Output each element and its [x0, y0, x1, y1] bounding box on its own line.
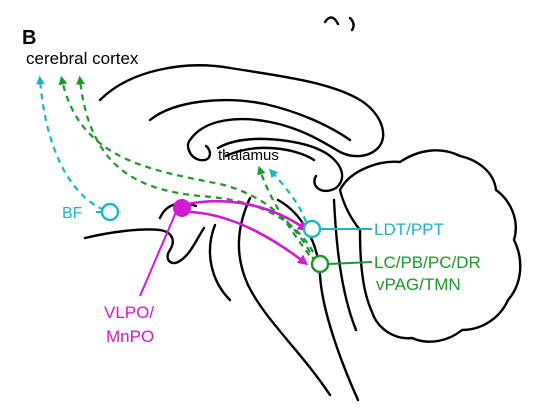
hypothalamus-base	[83, 226, 206, 265]
cortex-label: cerebral cortex	[26, 49, 139, 68]
panel-letter: B	[22, 27, 36, 49]
ldt-to-thalamus	[269, 168, 308, 223]
brainstem-back	[276, 198, 360, 402]
vlpo-to-lc	[189, 210, 309, 266]
callosum-inner	[148, 98, 352, 142]
vlpo-leader	[139, 211, 177, 297]
vlpo-label-line1: VLPO/	[104, 303, 154, 322]
vlpo-to-ldt	[187, 199, 309, 231]
bf-label: BF	[62, 205, 83, 222]
cyan-pathways	[35, 75, 308, 223]
top-fragment-2	[348, 16, 355, 32]
ldt-label: LDT/PPT	[374, 220, 444, 239]
bf-nucleus	[100, 202, 120, 222]
pons-outline	[208, 223, 232, 302]
lc-to-cortex-1	[58, 75, 316, 263]
cerebellum	[338, 149, 522, 343]
vlpo-label-line2: MnPO	[106, 327, 154, 346]
brainstem-front	[237, 196, 332, 397]
ldt-nucleus	[302, 219, 322, 239]
vlpo-nucleus	[173, 199, 191, 217]
fourth-ventricle	[332, 198, 358, 332]
bf-to-cortex	[35, 75, 105, 212]
lc-label-line2: vPAG/TMN	[376, 275, 461, 294]
lc-to-cortex-2	[76, 75, 320, 263]
corpus-callosum	[98, 64, 385, 162]
magenta-pathways	[139, 199, 309, 297]
top-fragment	[323, 16, 340, 26]
lc-label-line1: LC/PB/PC/DR	[374, 253, 481, 272]
fornix-lines	[216, 137, 344, 193]
lc-nucleus	[310, 254, 330, 274]
thalamus-label: thalamus	[218, 147, 279, 164]
lc-leader	[327, 261, 373, 265]
fornix-inner	[224, 146, 316, 162]
